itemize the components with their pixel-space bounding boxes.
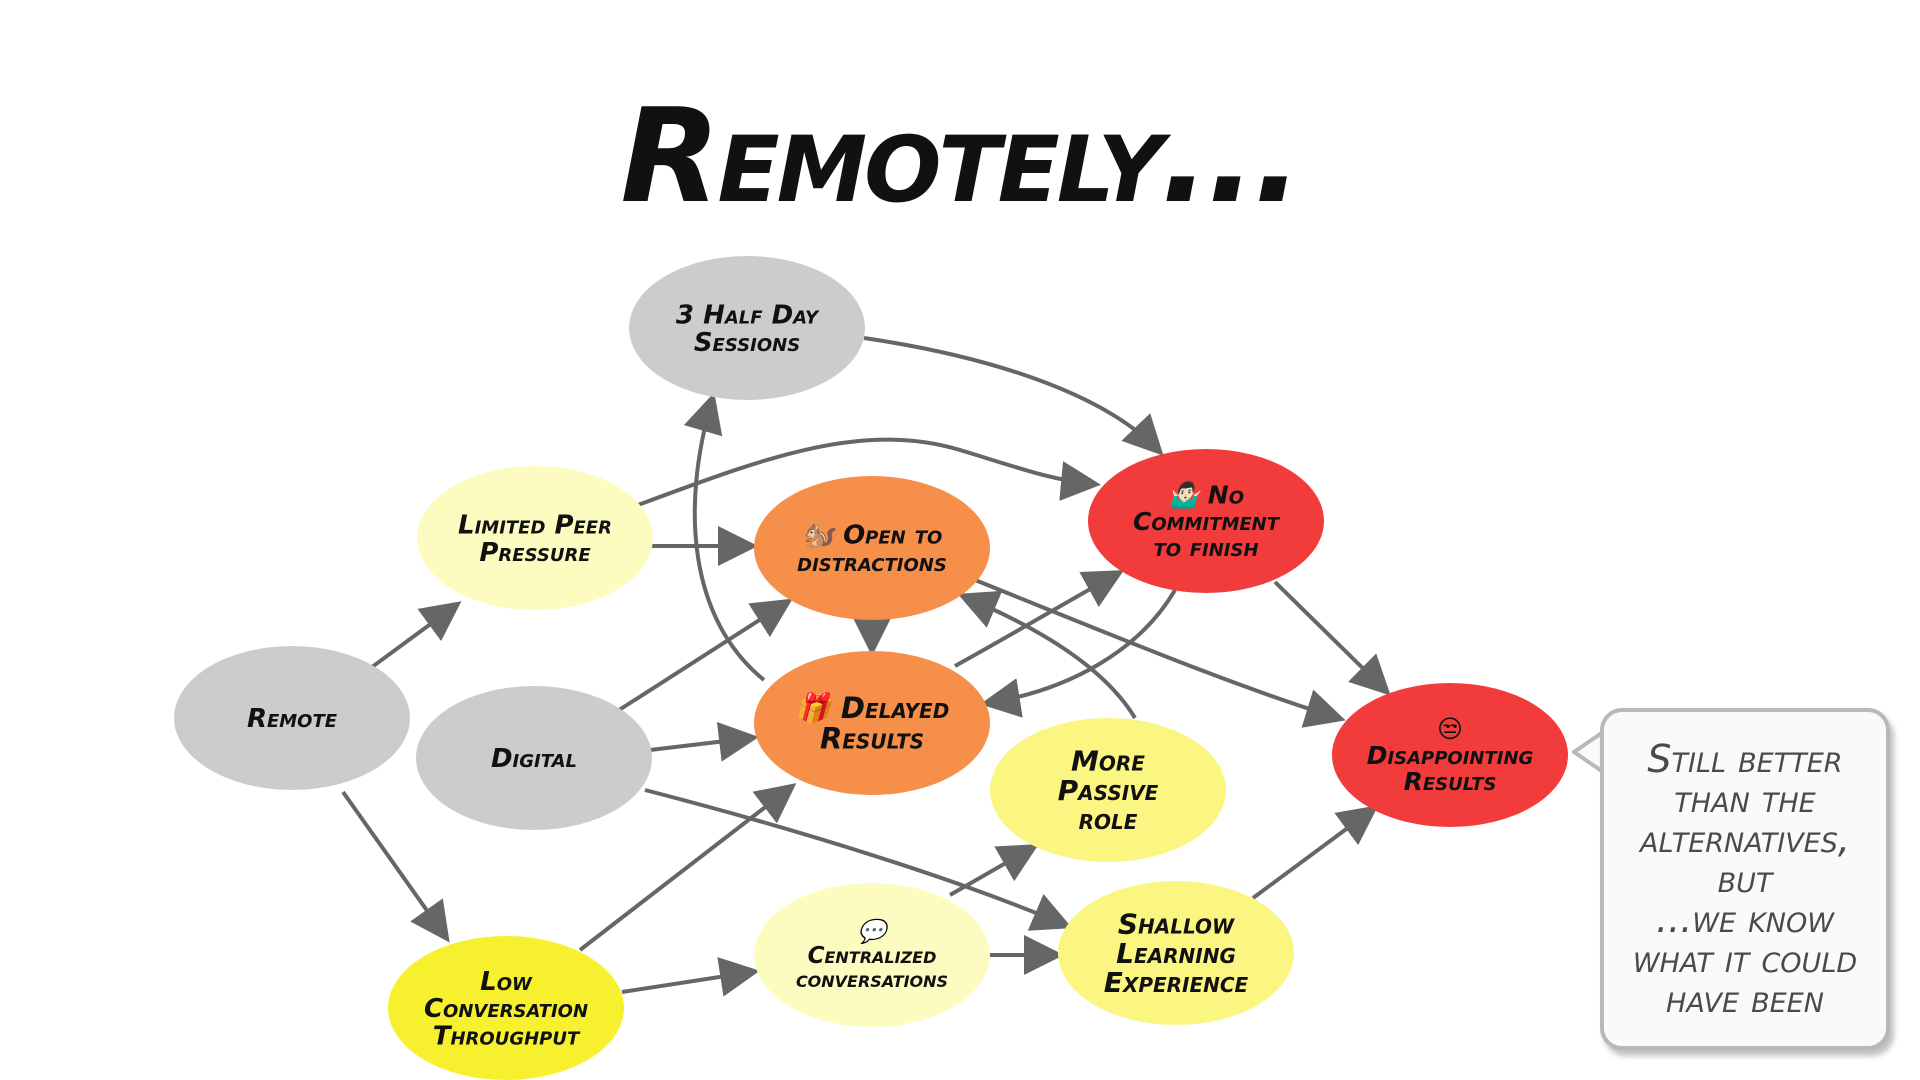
node-label: Remote	[247, 704, 338, 734]
arrow-delayed-to-half	[683, 392, 766, 682]
arrow-remote-to-limited	[366, 601, 462, 672]
arrow-open-to-disappointing	[974, 578, 1346, 728]
node-ellipse	[754, 651, 990, 795]
node-ellipse	[417, 466, 653, 610]
arrow-delayed-to-nocommit	[954, 570, 1125, 668]
arrow-digital-to-shallow	[644, 788, 1073, 931]
node-ellipse	[1088, 449, 1324, 593]
arrow-passive-to-open	[957, 590, 1137, 720]
arrow-shallow-to-disappointing	[1251, 805, 1379, 900]
arrow-digital-to-delayed	[649, 721, 759, 762]
arrow-remote-to-low	[341, 790, 450, 943]
node-ellipse	[1332, 683, 1568, 827]
arrow-limited-to-nocommit	[637, 437, 1101, 507]
arrow-nocommit-to-disappointing	[1273, 580, 1391, 696]
node-ellipse	[990, 718, 1226, 862]
callout-bubble: Still better than the alternatives, but …	[1600, 708, 1890, 1050]
node-ellipse	[416, 686, 652, 830]
arrow-centralized-to-passive	[949, 844, 1039, 897]
arrow-half-to-nocommit	[863, 336, 1164, 456]
callout-text: Still better than the alternatives, but …	[1632, 737, 1858, 1021]
callout-tail	[1572, 728, 1608, 776]
node-ellipse	[629, 256, 865, 400]
edges-layer	[341, 336, 1391, 997]
node-ellipse	[388, 936, 624, 1080]
node-ellipse	[754, 476, 990, 620]
node-digital: Digital	[416, 686, 652, 830]
node-ellipse	[174, 646, 410, 790]
node-ellipse	[1058, 881, 1294, 1025]
arrow-nocommit-to-delayed	[980, 588, 1177, 718]
node-label: Digital	[491, 744, 577, 774]
arrow-low-to-centralized	[621, 957, 760, 997]
arrow-low-to-delayed	[578, 783, 797, 952]
node-ellipse	[754, 883, 990, 1027]
node-remote: Remote	[174, 646, 410, 790]
page-title: Remotely...	[620, 80, 1302, 232]
arrow-digital-to-open	[614, 598, 793, 714]
